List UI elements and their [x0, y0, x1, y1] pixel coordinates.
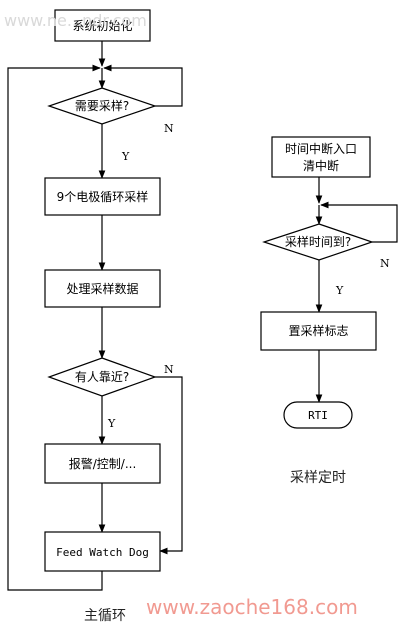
watermark-top: www.ne...ndr.com: [4, 11, 147, 30]
time-up-decision: 采样时间到?: [262, 223, 374, 261]
sample-electrodes-box: 9个电极循环采样: [44, 177, 161, 216]
someone-near-decision: 有人靠近?: [47, 357, 157, 397]
init-label: 系统初始化: [72, 19, 132, 33]
time-up-no-label: N: [380, 257, 390, 270]
sample-electrodes-label: 9个电极循环采样: [57, 189, 149, 204]
time-up-yes-label: Y: [335, 284, 344, 297]
init-box: 系统初始化: [54, 9, 151, 42]
process-data-label: 处理采样数据: [66, 281, 138, 296]
alarm-control-box: 报警/控制/...: [44, 443, 161, 484]
main-loop-return: [7, 64, 103, 591]
timer-entry-box: 时间中断入口 清中断: [271, 136, 371, 178]
need-sample-no-loop: [103, 64, 183, 107]
someone-near-no-path: [155, 376, 183, 555]
timer-caption: 采样定时: [290, 470, 346, 486]
watermark-bottom: www.zaoche168.com: [146, 595, 358, 619]
need-sample-no-label: N: [164, 122, 174, 135]
someone-near-yes-label: Y: [107, 417, 116, 430]
set-flag-label: 置采样标志: [288, 323, 348, 338]
process-data-box: 处理采样数据: [44, 269, 161, 308]
need-sample-yes-label: Y: [121, 150, 130, 163]
need-sample-decision: 需要采样?: [47, 87, 157, 125]
someone-near-label: 有人靠近?: [75, 370, 129, 384]
need-sample-label: 需要采样?: [75, 98, 129, 113]
timer-entry-line2: 清中断: [303, 158, 339, 173]
rti-terminal: RTI: [283, 401, 353, 429]
rti-label: RTI: [308, 409, 328, 422]
set-flag-box: 置采样标志: [260, 311, 377, 351]
someone-near-no-label: N: [164, 363, 174, 376]
time-up-no-loop: [320, 201, 398, 243]
feed-watchdog-box: Feed Watch Dog: [44, 531, 161, 572]
timer-entry-line1: 时间中断入口: [285, 141, 357, 156]
main-loop-caption: 主循环: [84, 608, 126, 624]
time-up-label: 采样时间到?: [285, 234, 351, 249]
feed-watchdog-label: Feed Watch Dog: [56, 546, 149, 559]
alarm-control-label: 报警/控制/...: [69, 456, 137, 471]
